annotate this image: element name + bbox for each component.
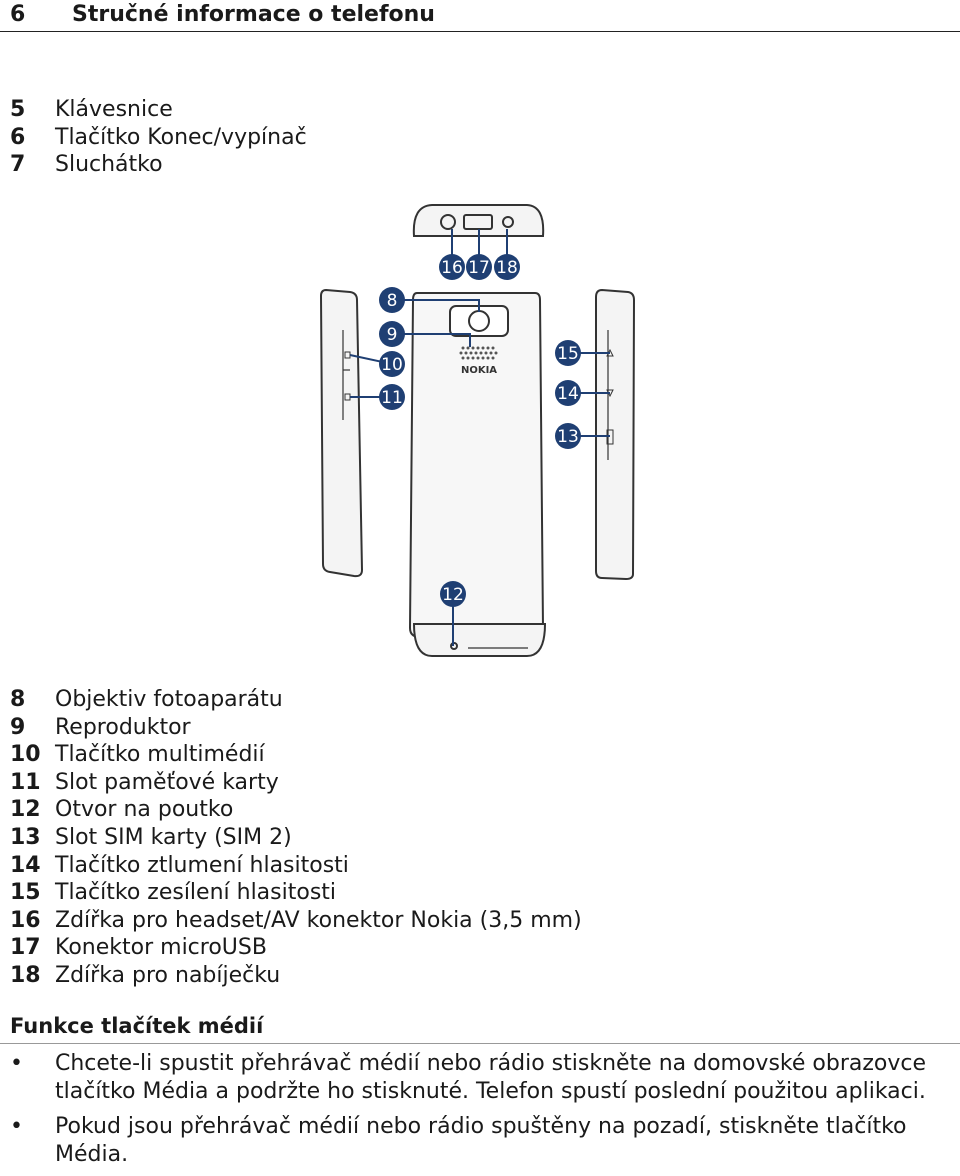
phone-bottom-view (412, 623, 547, 657)
item-number: 9 (10, 714, 26, 740)
item-label: Konektor microUSB (55, 935, 267, 961)
item-label: Tlačítko Konec/vypínač (55, 124, 307, 150)
item-number: 14 (10, 852, 41, 878)
item-number: 7 (10, 152, 26, 178)
svg-text:14: 14 (557, 384, 579, 404)
item-number: 5 (10, 97, 26, 122)
callout-14: 14 (555, 380, 581, 406)
item-number: 12 (10, 797, 41, 823)
bullet-text: Pokud jsou přehrávač médií nebo rádio sp… (55, 1114, 907, 1167)
callout-11: 11 (379, 384, 405, 410)
item-number: 17 (10, 935, 41, 961)
bullet-text: Chcete-li spustit přehrávač médií nebo r… (55, 1051, 927, 1104)
item-number: 6 (10, 124, 26, 150)
item-number: 10 (10, 742, 41, 768)
svg-text:18: 18 (496, 258, 518, 278)
item-number: 8 (10, 687, 26, 712)
svg-text:15: 15 (557, 344, 579, 364)
callout-16: 16 (439, 254, 465, 280)
section-title: Stručné informace o telefonu (72, 2, 435, 27)
svg-text:12: 12 (442, 585, 464, 605)
item-label: Zdířka pro headset/AV konektor Nokia (3,… (55, 907, 582, 933)
item-number: 15 (10, 880, 41, 906)
phone-left-side-view (319, 288, 364, 578)
section-heading-text: Funkce tlačítek médií (10, 1014, 264, 1038)
callout-10: 10 (379, 351, 405, 377)
brand-logo: NOKIA (461, 365, 497, 376)
callout-18: 18 (494, 254, 520, 280)
item-number: 11 (10, 769, 41, 795)
svg-text:17: 17 (468, 258, 490, 278)
media-section-heading: Funkce tlačítek médií (0, 1013, 960, 1044)
charger-jack-icon (502, 216, 514, 228)
media-instructions-list: • Chcete-li spustit přehrávač médií nebo … (0, 1050, 960, 1176)
svg-text:8: 8 (387, 291, 398, 311)
item-label: Zdířka pro nabíječku (55, 962, 281, 988)
item-number: 16 (10, 907, 41, 933)
page-header: 6 Stručné informace o telefonu (0, 0, 960, 32)
item-label: Klávesnice (55, 97, 173, 122)
svg-text:10: 10 (381, 355, 403, 375)
callout-13: 13 (555, 423, 581, 449)
item-label: Sluchátko (55, 152, 163, 178)
bullet-icon: • (10, 1114, 23, 1139)
bullet-item: • Pokud jsou přehrávač médií nebo rádio s… (0, 1113, 960, 1169)
item-label: Slot paměťové karty (55, 769, 279, 795)
svg-text:9: 9 (387, 325, 398, 345)
bullet-icon: • (10, 1051, 23, 1076)
headset-jack-icon (440, 214, 456, 230)
svg-text:13: 13 (557, 427, 579, 447)
item-label: Slot SIM karty (SIM 2) (55, 824, 292, 850)
phone-top-view (412, 204, 545, 237)
bullet-item: • Chcete-li spustit přehrávač médií nebo … (0, 1050, 960, 1106)
phone-back-view: NOKIA (408, 292, 545, 638)
item-label: Tlačítko ztlumení hlasitosti (55, 852, 349, 878)
section-number: 6 (10, 2, 26, 27)
callout-8: 8 (379, 287, 405, 313)
callouts: 16 17 18 8 9 10 11 15 14 13 12 (379, 254, 581, 607)
item-label: Objektiv fotoaparátu (55, 687, 283, 712)
callout-15: 15 (555, 340, 581, 366)
callout-9: 9 (379, 321, 405, 347)
svg-text:16: 16 (441, 258, 463, 278)
item-label: Otvor na poutko (55, 797, 234, 823)
item-label: Reproduktor (55, 714, 191, 740)
item-label: Tlačítko multimédií (55, 742, 265, 768)
item-label: Tlačítko zesílení hlasitosti (55, 880, 337, 906)
speaker-grille-icon (459, 346, 498, 360)
callout-17: 17 (466, 254, 492, 280)
phone-diagram: NOKIA 16 17 18 (319, 204, 636, 657)
item-number: 18 (10, 962, 41, 988)
camera-lens-icon (468, 310, 490, 332)
item-number: 13 (10, 824, 41, 850)
callout-12: 12 (440, 581, 466, 607)
svg-text:11: 11 (381, 388, 403, 408)
phone-right-side-view (595, 288, 636, 581)
